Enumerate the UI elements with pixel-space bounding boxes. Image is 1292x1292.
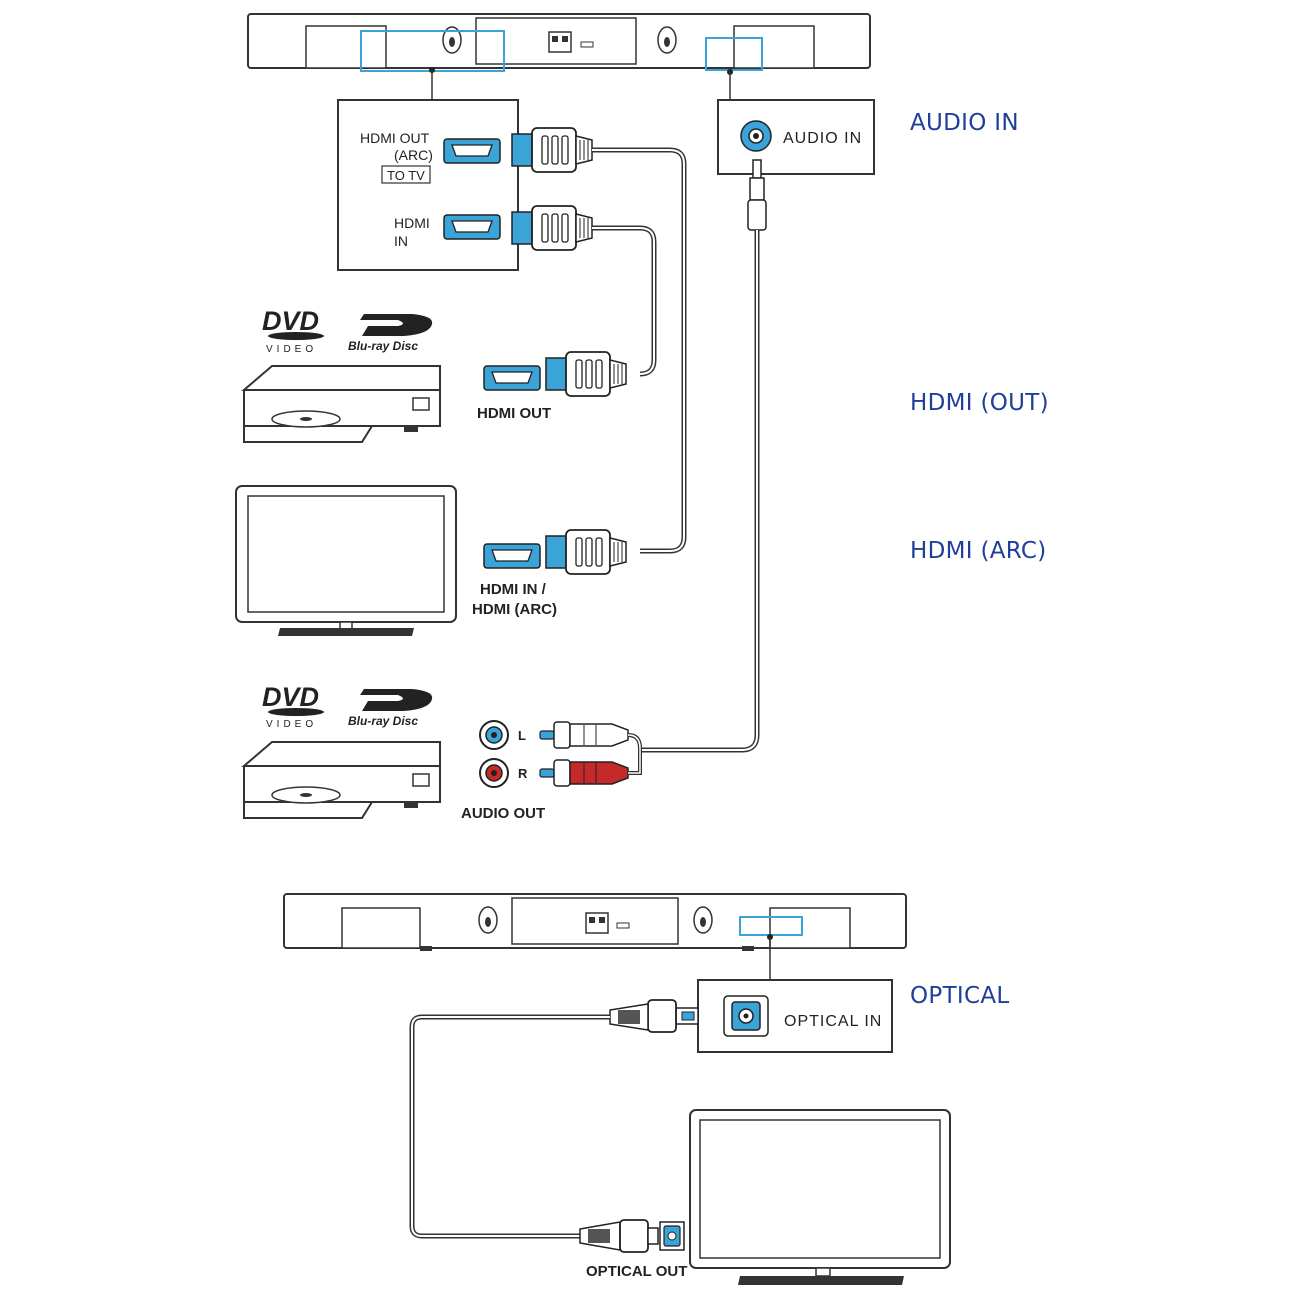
bluray-logo-text: Blu-ray Disc [348,339,418,353]
optical-side-label: OPTICAL [910,983,1010,1009]
bottom-soundbar [283,893,907,980]
to-tv-box [381,165,431,184]
hdmi-out-port-icon [443,138,501,164]
hdmi-out-side-label: HDMI (OUT) [910,390,1049,416]
hdmi-in-label-line2: IN [394,233,408,249]
optical-plug-bottom: OPTICAL OUT [579,1219,687,1280]
soundbar-hdmi-panel: HDMI OUT (ARC) TO TV HDMI IN [337,99,519,271]
optical-out-label: OPTICAL OUT [586,1263,687,1280]
hdmi-plug-icon [511,127,593,173]
audio-port-highlight [705,37,763,71]
dvd-video-text: VIDEO [266,719,317,730]
rca-audio-out: L R AUDIO OUT [461,720,545,822]
to-tv-label: TO TV [387,168,425,183]
top-soundbar [247,13,871,100]
soundbar-optical-in-panel: OPTICAL IN [697,979,893,1053]
hdmi-plug-icon [511,205,593,251]
optical-cable [409,1014,610,1239]
soundbar-audio-in-panel: AUDIO IN [717,99,875,175]
audio-in-panel-label: AUDIO IN [783,130,862,147]
player-hdmi-out-label: HDMI OUT [477,405,551,422]
hdmi-in-label: HDMI [394,215,430,231]
tv [689,1109,951,1285]
disc-player [241,741,441,819]
player-hdmi-out-port-icon [483,365,541,391]
dvd-logo: DVD VIDEO [262,306,324,355]
audio-right-label: R [518,766,528,781]
audio-left-label: L [518,728,526,743]
tv-hdmi-in-port-icon [483,543,541,569]
optical-in-panel-label: OPTICAL IN [784,1013,882,1030]
aux-cable [640,159,767,753]
optical-plug-top [609,999,699,1033]
hdmi-plug-icon [545,351,627,397]
hdmi-plug-icon [545,529,627,575]
tv-hdmi-in-label: HDMI IN / [480,581,547,598]
tv-hdmi-arc-label: HDMI (ARC) [472,601,557,618]
bluray-logo: Blu-ray Disc [348,314,433,353]
audio-in-label: AUDIO IN [910,110,1019,136]
dvd-logo: DVD VIDEO [262,682,324,730]
tv [235,485,457,636]
hdmi-cables [592,147,687,554]
audio-out-label: AUDIO OUT [461,805,545,822]
hdmi-arc-side-label: HDMI (ARC) [910,538,1047,564]
dvd-logo-text: DVD [262,306,319,336]
hdmi-in-port-icon [443,214,501,240]
disc-player [241,365,441,443]
hdmi-arc-label: (ARC) [394,147,433,163]
hdmi-out-label: HDMI OUT [360,130,430,146]
rca-plugs [539,721,642,787]
dvd-video-text: VIDEO [266,344,317,355]
dvd-logo-text: DVD [262,682,319,712]
bluray-logo-text: Blu-ray Disc [348,714,418,728]
bluray-logo: Blu-ray Disc [348,689,433,728]
